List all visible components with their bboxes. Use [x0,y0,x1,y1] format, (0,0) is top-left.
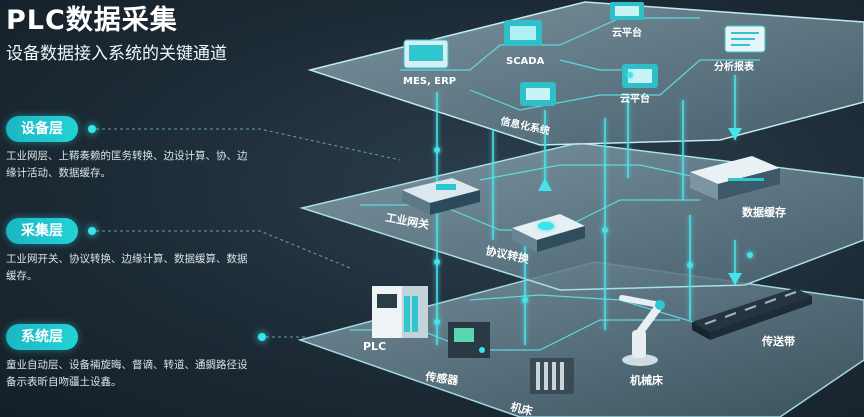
glow-nodes [434,72,753,325]
cloud-device-mid [622,64,658,88]
cloud-device-top [610,2,644,20]
layer-dot-device [88,125,96,133]
scada-device [504,20,542,46]
layer-desc-collect: 工业网开关、协议转换、边缘计算、数据缓算、数据缓存。 [6,253,248,282]
node-label-conveyor: 传送带 [761,334,795,348]
analytics-report-device [724,25,766,53]
node-label-scada: SCADA [506,56,545,67]
info-system-device [520,82,556,106]
arrow-down-2 [728,273,742,285]
plc-cabinet-device [372,286,428,338]
node-label-cloud-top: 云平台 [612,26,642,39]
layer-pill-collect: 采集层 [6,218,78,244]
sensor-device [448,322,490,358]
node-label-cloud-mid: 云平台 [620,92,650,105]
legend-leaders [96,128,401,338]
top-plane [307,1,864,146]
node-label-robot: 机械床 [630,373,664,387]
arrow-down [728,128,742,140]
node-label-sensor: 传感器 [424,369,461,388]
layer-pill-system: 系统层 [6,324,78,350]
page-title: PLC数据采集 [6,5,178,36]
protocol-converter-device [512,214,585,252]
arrow-up [538,178,552,191]
conveyor-device [692,288,812,340]
data-cache-device [690,156,780,200]
layer-pill-device: 设备层 [6,116,78,142]
node-label-plc: PLC [363,340,386,353]
node-label-data-cache: 数据缓存 [742,205,786,219]
industrial-gateway-device [402,178,480,215]
layer-desc-system: 童业自动层、设备裲旋晦、督谪、转道、通錭路径设备示表昕自吻疆土设鑫。 [6,359,248,388]
node-label-machine-tool: 机床 [509,399,535,417]
node-label-analytics: 分析报表 [714,60,755,73]
layer-dot-system [258,333,266,341]
machine-tool-device [530,358,574,394]
node-label-mes-erp: MES, ERP [403,76,456,87]
layer-dot-collect [88,227,96,235]
layer-desc-device: 工业网层、上鞯奏赖的匡务转换、边设计算、协、边缘计活动、数据缓存。 [6,150,248,179]
page-subtitle: 设备数据接入系统的关键通道 [6,44,227,64]
robot-arm-device [619,295,665,366]
mes-erp-device [403,39,449,69]
